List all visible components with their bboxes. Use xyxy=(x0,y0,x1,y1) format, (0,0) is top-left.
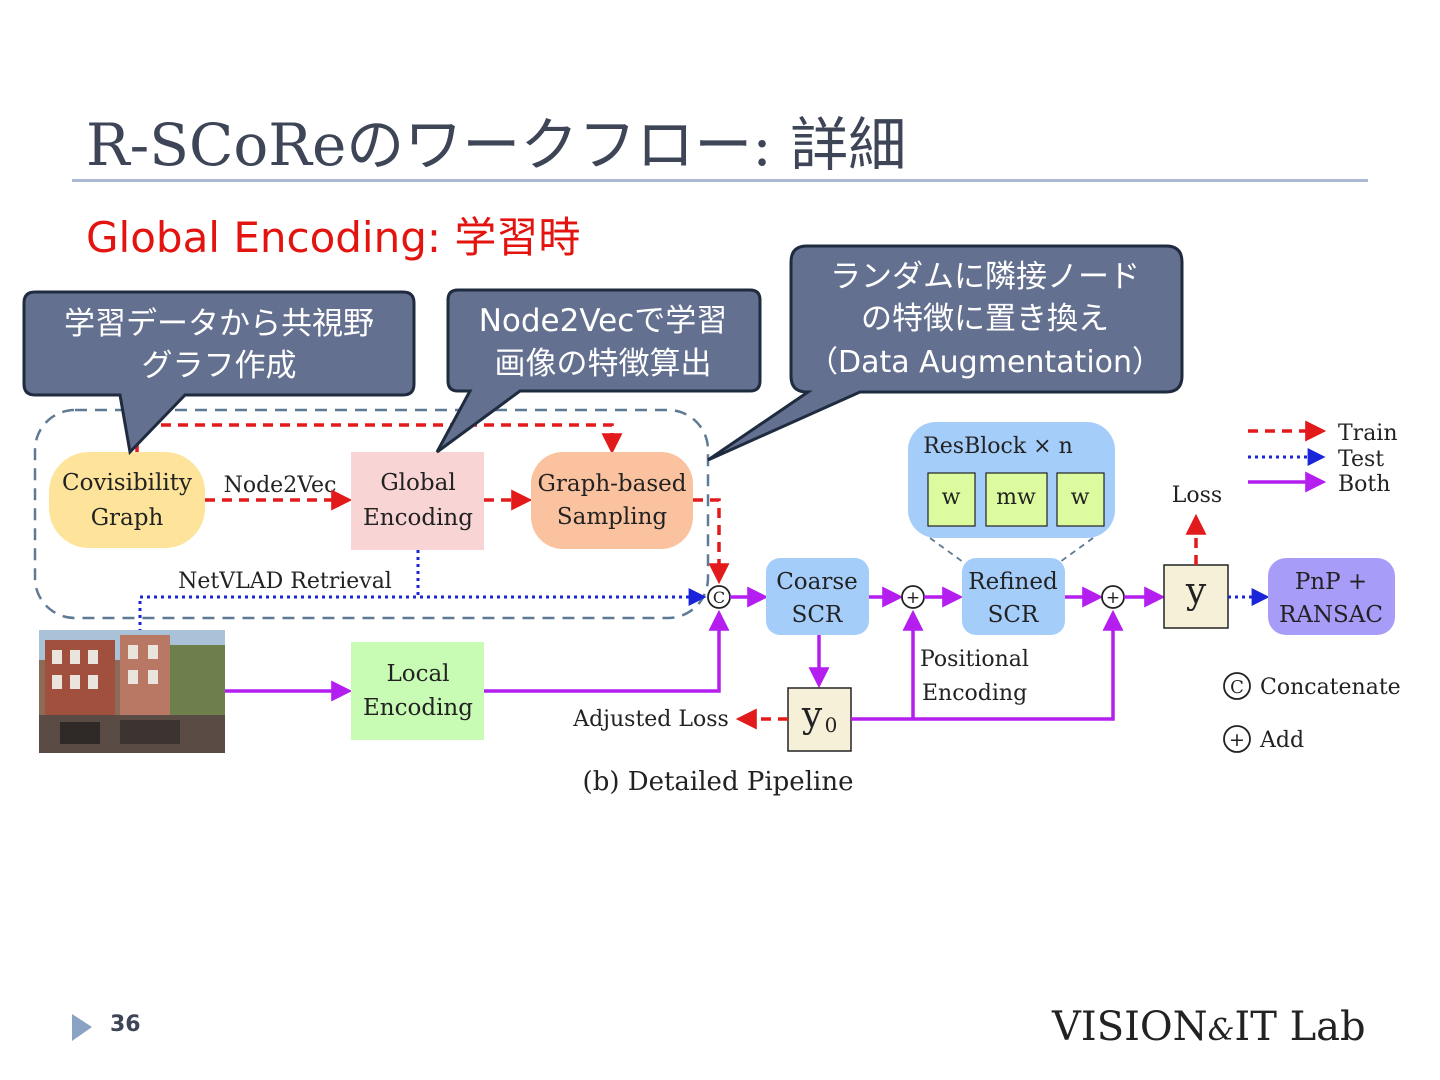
svg-text:C: C xyxy=(1230,677,1244,698)
svg-text:Encoding: Encoding xyxy=(363,505,473,531)
svg-text:Test: Test xyxy=(1338,447,1384,472)
logo-left: VISION xyxy=(1052,1004,1208,1050)
page-number-marker-icon xyxy=(72,1014,92,1041)
diagram-caption: (b) Detailed Pipeline xyxy=(583,767,854,797)
svg-text:0: 0 xyxy=(825,713,838,737)
global-encoding-region xyxy=(33,408,710,620)
legend: Train Test Both C Concatenate + Add xyxy=(1223,420,1401,753)
svg-text:Concatenate: Concatenate xyxy=(1260,675,1401,700)
svg-text:Add: Add xyxy=(1259,728,1304,753)
pnp-ransac-node: PnP + RANSAC xyxy=(1268,558,1395,635)
svg-text:Train: Train xyxy=(1338,421,1398,446)
y0-to-add-paths xyxy=(851,609,1124,721)
svg-text:Local: Local xyxy=(386,661,449,687)
svg-text:SCR: SCR xyxy=(988,602,1039,628)
coarse-scr-node: Coarse SCR xyxy=(766,558,869,635)
y0-node: y 0 xyxy=(787,687,852,752)
svg-text:Both: Both xyxy=(1338,472,1390,497)
input-image xyxy=(39,630,225,753)
svg-text:Refined: Refined xyxy=(968,569,1058,595)
netvlad-retrieval-path xyxy=(138,550,703,632)
callout-node2vec: Node2Vecで学習 画像の特徴算出 xyxy=(435,288,762,454)
svg-text:ResBlock × n: ResBlock × n xyxy=(923,434,1073,459)
positional-encoding-label-1: Positional xyxy=(920,647,1029,672)
svg-text:学習データから共視野: 学習データから共視野 xyxy=(64,306,374,342)
local-encoding-node: Local Encoding xyxy=(351,642,484,740)
adjusted-loss-label: Adjusted Loss xyxy=(572,707,729,732)
svg-text:の特徴に置き換え: の特徴に置き換え xyxy=(861,301,1109,337)
svg-text:SCR: SCR xyxy=(792,602,843,628)
logo-right: IT Lab xyxy=(1234,1004,1366,1050)
svg-text:w: w xyxy=(1071,485,1090,510)
title-divider xyxy=(72,179,1368,182)
svg-text:+: + xyxy=(1106,588,1120,608)
svg-text:+: + xyxy=(906,588,920,608)
callout-covisibility: 学習データから共視野 グラフ作成 xyxy=(22,290,416,456)
callout-data-augmentation: ランダムに隣接ノード の特徴に置き換え （Data Augmentation） xyxy=(707,244,1184,462)
y-node: y xyxy=(1163,564,1229,629)
train-path-top xyxy=(135,423,623,455)
svg-text:w: w xyxy=(942,485,961,510)
lab-logo: VISION&IT Lab xyxy=(1052,1004,1366,1050)
svg-text:+: + xyxy=(1229,729,1245,751)
concatenate-node: C xyxy=(707,585,731,609)
svg-text:Node2Vecで学習: Node2Vecで学習 xyxy=(479,303,728,339)
graph-based-sampling-node: Graph-based Sampling xyxy=(531,452,693,549)
slide-title: R-SCoReのワークフロー: 詳細 xyxy=(86,111,907,179)
svg-text:C: C xyxy=(713,588,725,607)
svg-text:Sampling: Sampling xyxy=(557,504,668,530)
local-to-concat-arrow xyxy=(484,609,730,693)
netvlad-retrieval-label: NetVLAD Retrieval xyxy=(178,569,392,594)
svg-text:Coarse: Coarse xyxy=(776,569,858,595)
positional-encoding-label-2: Encoding xyxy=(922,681,1027,706)
svg-text:RANSAC: RANSAC xyxy=(1279,602,1383,628)
svg-text:（Data Augmentation）: （Data Augmentation） xyxy=(808,345,1162,380)
svg-text:グラフ作成: グラフ作成 xyxy=(142,348,297,384)
svg-text:mw: mw xyxy=(996,485,1036,510)
sampling-to-concat-arrow xyxy=(693,498,730,585)
svg-text:画像の特徴算出: 画像の特徴算出 xyxy=(495,346,712,382)
loss-label: Loss xyxy=(1172,483,1222,508)
slide-subtitle: Global Encoding: 学習時 xyxy=(86,213,581,262)
logo-amp: & xyxy=(1207,1013,1235,1048)
svg-text:Graph-based: Graph-based xyxy=(538,471,687,497)
svg-text:y: y xyxy=(1185,571,1207,612)
add-node-1: + xyxy=(901,585,925,609)
svg-text:Covisibility: Covisibility xyxy=(62,470,192,496)
add-node-2: + xyxy=(1101,585,1125,609)
node2vec-label: Node2Vec xyxy=(224,473,337,498)
page-number: 36 xyxy=(110,1012,141,1037)
refined-scr-node: Refined SCR xyxy=(962,558,1065,635)
svg-text:PnP +: PnP + xyxy=(1295,569,1367,595)
global-encoding-node: Global Encoding xyxy=(351,452,484,550)
svg-text:ランダムに隣接ノード: ランダムに隣接ノード xyxy=(830,259,1140,295)
svg-text:y: y xyxy=(801,695,823,736)
svg-text:Graph: Graph xyxy=(91,505,164,531)
svg-text:Encoding: Encoding xyxy=(363,695,473,721)
resblock-detail: ResBlock × n w mw w xyxy=(908,422,1115,563)
svg-text:Global: Global xyxy=(380,470,455,496)
covisibility-graph-node: Covisibility Graph xyxy=(49,452,205,548)
